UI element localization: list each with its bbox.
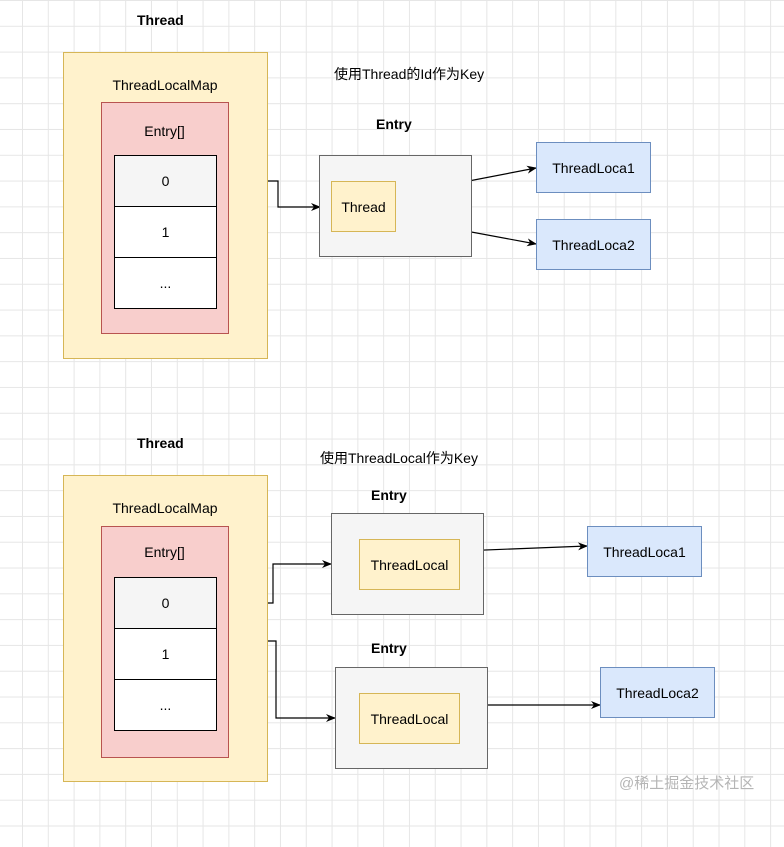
array-cell-more: ... [114,257,217,309]
entry-key-threadlocal-a: ThreadLocal [359,539,460,590]
entry-array-label: Entry[] [144,123,185,139]
threadloca1-box: ThreadLoca1 [536,142,651,193]
array-cell-0: 0 [114,155,217,207]
caption-2: 使用ThreadLocal作为Key [320,450,478,466]
entry-title-b: Entry [371,640,407,656]
threadlocalmap-label-2: ThreadLocalMap [112,500,218,516]
array-cell-0-2: 0 [114,577,217,629]
threadloca2-box: ThreadLoca2 [536,219,651,270]
caption: 使用Thread的Id作为Key [334,66,485,82]
entry-key-threadlocal-b: ThreadLocal [359,693,460,744]
array-cell-1-2: 1 [114,628,217,680]
entry-array-label-2: Entry[] [144,544,185,560]
entry-title: Entry [376,116,412,132]
entry-title-a: Entry [371,487,407,503]
entry-key-thread: Thread [331,181,396,232]
array-cell-more-2: ... [114,679,217,731]
thread-title: Thread [137,12,184,28]
array-cell-1: 1 [114,206,217,258]
threadlocalmap-label: ThreadLocalMap [112,77,218,93]
threadloca2-box-2: ThreadLoca2 [600,667,715,718]
threadloca1-box-2: ThreadLoca1 [587,526,702,577]
thread-title-2: Thread [137,435,184,451]
watermark: @稀土掘金技术社区 [619,775,755,792]
